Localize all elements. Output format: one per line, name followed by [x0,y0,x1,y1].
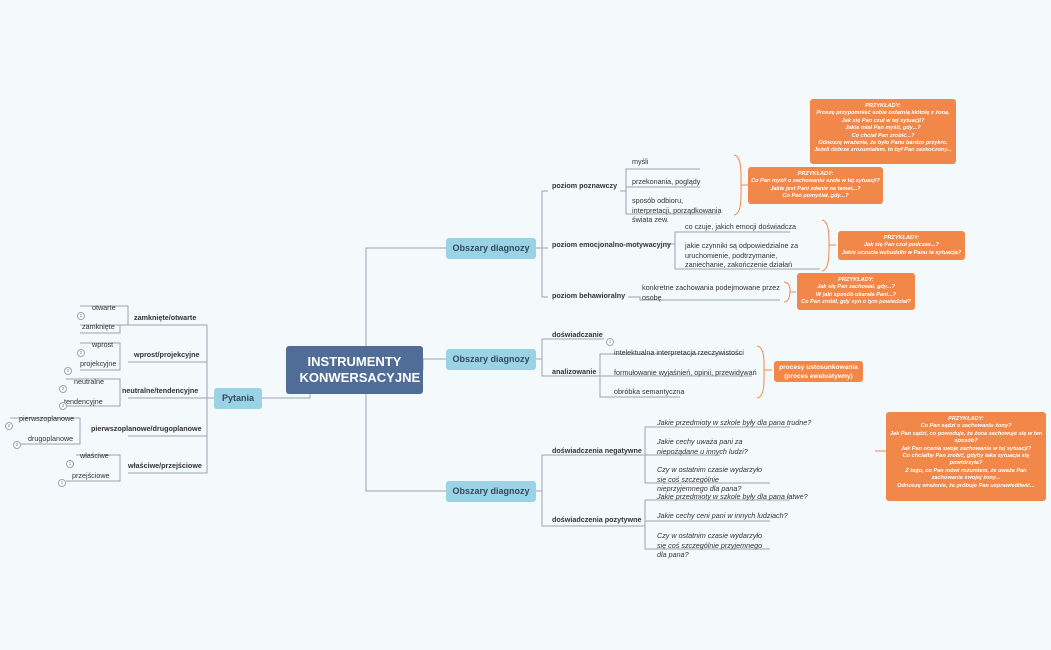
item-neg-cechy[interactable]: Jakie cechy uważa pani za niepożądane u … [657,437,748,456]
hub-pytania[interactable]: Pytania [214,388,262,409]
item-otwarte[interactable]: otwarte [92,303,116,312]
count-badge[interactable]: 1 [606,338,614,346]
count-badge[interactable]: 2 [59,385,67,393]
group-wlasciwe-przejsciowe[interactable]: właściwe/przejściowe [128,461,202,470]
count-badge[interactable]: 1 [58,479,66,487]
callout-line: PRZYKŁADY: [948,416,984,422]
item-poz-przyjemne[interactable]: Czy w ostatnim czasie wydarzyło się coś … [657,531,763,559]
callout-line: PRZYKŁADY: [883,235,920,241]
callout-line: Co Pan sądzi o zachowaniu żony? [920,423,1012,430]
item-przejsciowe[interactable]: przejściowe [72,471,110,480]
callout-line: Jakie miał Pan myśli, gdy...? [845,125,921,132]
node-poziom-emocjonalno-motywacyjny[interactable]: poziom emocjonalno-motywacyjny [552,240,672,249]
node-poziom-behawioralny[interactable]: poziom behawioralny [552,291,626,300]
item-neutralne[interactable]: neutralne [74,377,104,386]
count-badge[interactable]: 1 [66,460,74,468]
count-badge[interactable]: 2 [59,402,67,410]
examples-callout-top[interactable]: PRZYKŁADY: Proszę przypomnieć sobie osta… [810,99,956,164]
callout-line: Jeżeli dobrze zrozumiałem, to był Pan za… [814,147,952,154]
item-mysli[interactable]: myśli [632,157,649,166]
central-title: INSTRUMENTY KONWERSACYJNE [299,354,421,385]
item-co-czuje[interactable]: co czuje, jakich emocji doświadcza [685,222,797,231]
callout-line: PRZYKŁADY: [838,277,874,283]
examples-callout-emocjonalny[interactable]: PRZYKŁADY: Jak się Pan czuł podczas...? … [838,231,965,260]
count-badge[interactable]: 2 [64,367,72,375]
hub-label: Obszary diagnozy [452,243,530,253]
examples-callout-doswiadczenia[interactable]: PRZYKŁADY: Co Pan sądzi o zachowaniu żon… [886,412,1046,501]
callout-line: PRZYKŁADY: [797,171,834,177]
callout-line: Co Pan zrobił, gdy syn o tym powiedział? [801,299,911,306]
callout-line: Odnoszę wrażenie, że próbuje Pan usprawi… [897,482,1035,489]
callout-line: Co chciał Pan zrobić...? [851,132,915,139]
callout-line: Co Pan myśli o zachowaniu szefa w tej sy… [751,178,880,185]
item-zamkniete[interactable]: zamknięte [82,322,115,331]
node-analizowanie[interactable]: analizowanie [552,367,597,376]
callout-line: Jak się Pan czuł podczas...? [864,242,939,249]
hub-label: Pytania [221,393,254,403]
callout-line: Proszę przypomnieć sobie ostatnią kłótni… [816,110,950,117]
item-projekcyjne[interactable]: projekcyjne [80,359,117,368]
node-doswiadczenia-negatywne[interactable]: doświadczenia negatywne [552,446,642,455]
item-poz-latwe[interactable]: Jakie przedmioty w szkole były dla pana … [657,492,808,501]
callout-line: Z tego, co Pan mówi rozumiem, że uważa P… [905,467,1027,482]
hub-label: Obszary diagnozy [452,354,530,364]
item-pierwszoplanowe[interactable]: pierwszoplanowe [19,414,75,423]
item-neg-trudne[interactable]: Jakie przedmioty w szkole były dla pana … [657,418,812,427]
count-badge[interactable]: 2 [77,312,85,320]
item-neg-nieprzyjemne[interactable]: Czy w ostatnim czasie wydarzyło się coś … [657,465,763,493]
hub-label: Obszary diagnozy [452,486,530,496]
callout-line: (proces ewaluatywny) [784,372,853,380]
item-wprost[interactable]: wprost [92,340,114,349]
group-pierwszoplanowe-drugoplanowe[interactable]: pierwszoplanowe/drugoplanowe [91,424,202,433]
callout-line: Jak Pan sądzi, co powoduje, że żona zach… [889,430,1043,445]
examples-callout-poznawczy[interactable]: PRZYKŁADY: Co Pan myśli o zachowaniu sze… [748,167,883,204]
group-wprost-projekcyjne[interactable]: wprost/projekcyjne [134,350,200,359]
examples-callout-behawioralny[interactable]: PRZYKŁADY: Jak się Pan zachował, gdy...?… [797,273,915,310]
item-przekonania[interactable]: przekonania, poglądy [632,177,701,186]
item-obrobka[interactable]: obróbka semantyczna [614,387,685,396]
callout-line: Jak się Pan zachował, gdy...? [817,284,895,291]
item-poz-cechy[interactable]: Jakie cechy ceni pani w innych ludziach? [657,511,788,520]
callout-line: procesy ustosunkowania [779,364,858,371]
callout-line: Co chciałby Pan zrobić, gdyby taka sytua… [902,453,1030,467]
node-poziom-poznawczy[interactable]: poziom poznawczy [552,181,618,190]
central-topic[interactable]: INSTRUMENTY KONWERSACYJNE [286,346,423,394]
callout-line: Co Pan pomyślał, gdy...? [782,193,849,200]
group-neutralne-tendencyjne[interactable]: neutralne/tendencyjne [122,386,199,395]
callout-line: Jak się Pan czuł w tej sytuacji? [841,117,925,124]
callout-line: Jakie jest Pani zdanie na temat...? [770,185,861,192]
hub-obszary-diagnozy-2[interactable]: Obszary diagnozy [446,349,536,370]
node-doswiadczanie[interactable]: doświadczanie [552,330,603,339]
callout-line: Jakie uczucia wzbudziło w Panu ta sytuac… [841,249,962,256]
item-sposob-odbioru[interactable]: sposób odbioru, interpretacji, porządkow… [632,196,722,224]
item-formulowanie[interactable]: formułowanie wyjaśnień, opinii, przewidy… [614,368,757,377]
count-badge[interactable]: 2 [77,349,85,357]
node-doswiadczenia-pozytywne[interactable]: doświadczenia pozytywne [552,515,642,524]
hub-obszary-diagnozy-1[interactable]: Obszary diagnozy [446,238,536,259]
hub-obszary-diagnozy-3[interactable]: Obszary diagnozy [446,481,536,502]
callout-procesy-ustosunkowania[interactable]: procesy ustosunkowania (proces ewaluatyw… [774,361,863,382]
group-zamkniete-otwarte[interactable]: zamknięte/otwarte [134,313,197,322]
item-czynniki[interactable]: jakie czynniki są odpowiedzialne za uruc… [685,241,799,269]
item-konkretne-zachowania[interactable]: konkretne zachowania podejmowane przez o… [642,283,780,302]
callout-line: W jaki sposób ukarała Pani...? [815,291,897,298]
callout-line: Jak Pan ocenia swoje zachowanie w tej sy… [900,445,1032,452]
count-badge[interactable]: 2 [13,441,21,449]
item-wlasciwe[interactable]: właściwe [80,451,109,460]
item-drugoplanowe[interactable]: drugoplanowe [28,434,74,443]
callout-line: PRZYKŁADY: [865,103,901,109]
item-tendencyjne[interactable]: tendencyjne [64,397,103,406]
count-badge[interactable]: 2 [5,422,13,430]
item-interpretacja[interactable]: intelektualna interpretacja rzeczywistoś… [614,348,744,357]
callout-line: Odnoszę wrażenie, że było Panu bardzo pr… [818,140,948,147]
